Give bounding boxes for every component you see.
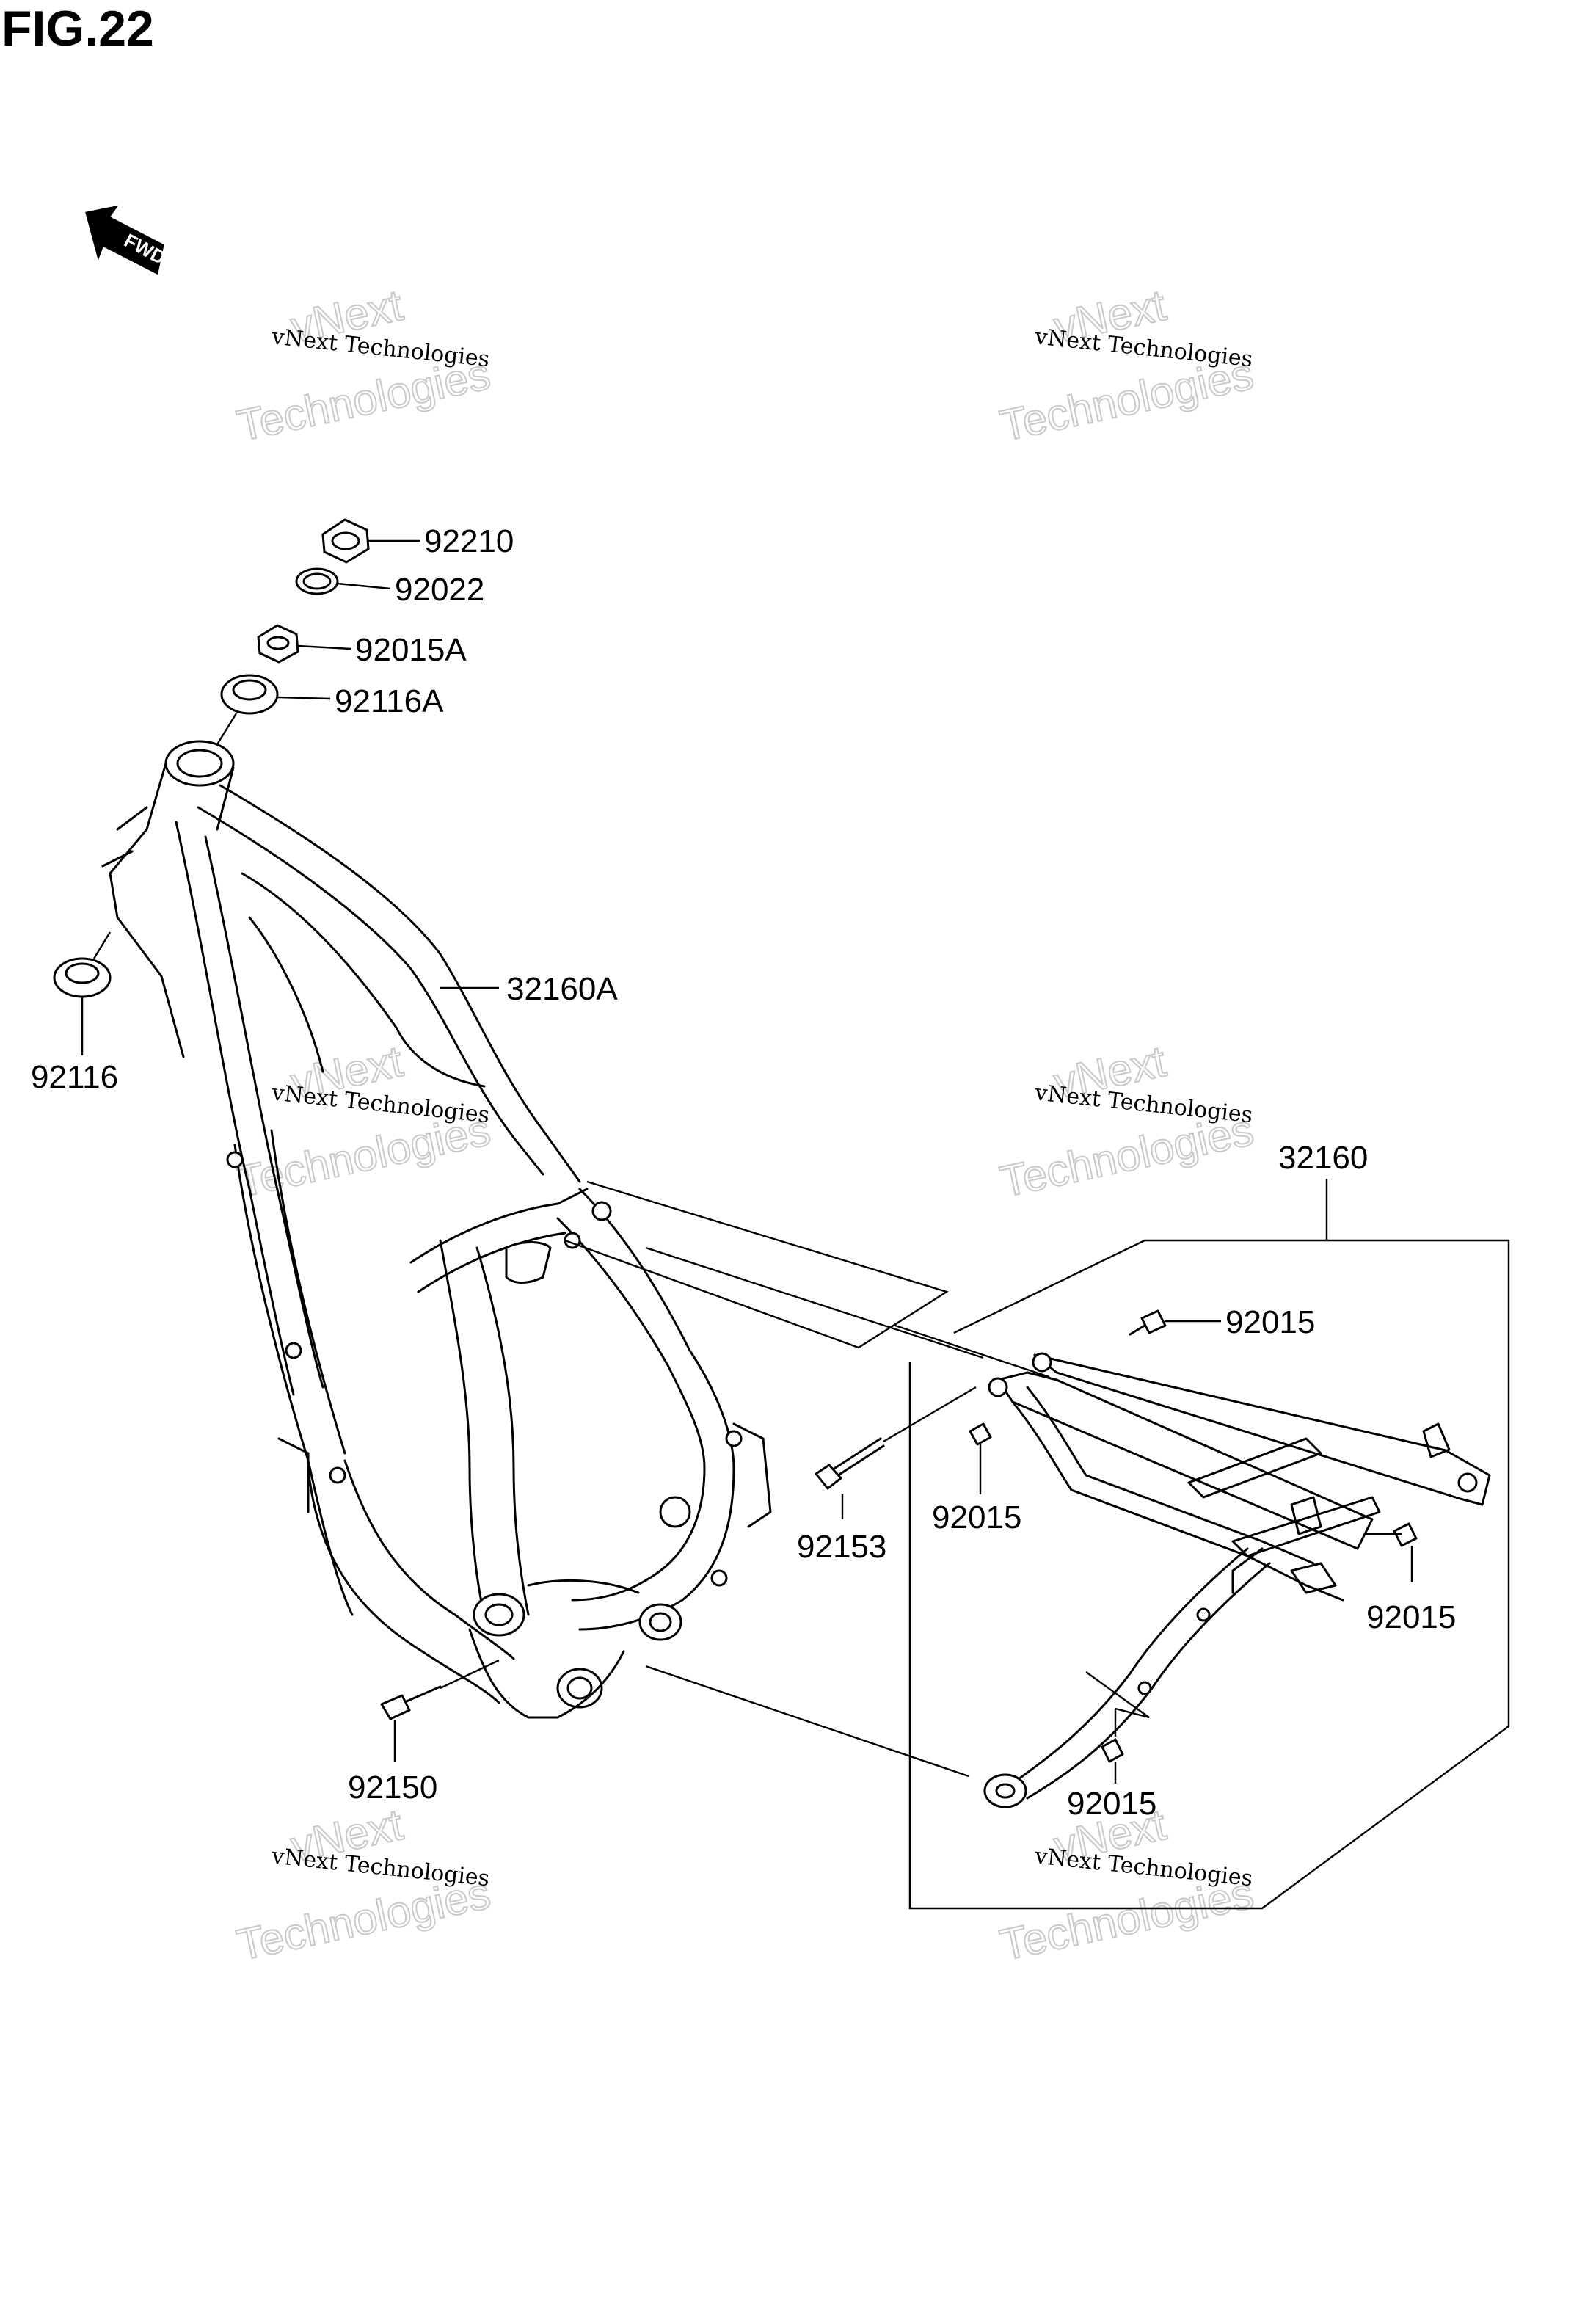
bolt-92153-icon	[815, 1437, 885, 1490]
label-92015A: 92015A	[355, 632, 467, 668]
watermark-mid-right: vNext Technologies vNext Technologies	[995, 1036, 1258, 1207]
bolt-92015-mid-icon	[969, 1422, 992, 1446]
label-92015-mid: 92015	[932, 1499, 1021, 1535]
watermark-top-right: vNext Technologies vNext Technologies	[995, 280, 1258, 451]
label-92022: 92022	[395, 572, 484, 608]
label-92015-top: 92015	[1225, 1304, 1315, 1340]
locknut-92015a-icon	[257, 624, 299, 664]
label-92015-right: 92015	[1366, 1599, 1456, 1635]
label-92153: 92153	[797, 1529, 886, 1565]
figure-title: FIG.22	[1, 1, 154, 57]
bearing-92116a-icon	[220, 674, 279, 715]
sub-frame-32160	[983, 1352, 1491, 1808]
connection-lines	[564, 1180, 1050, 1778]
label-92150: 92150	[348, 1770, 437, 1806]
label-32160: 32160	[1278, 1140, 1368, 1176]
watermark-top-left: vNext Technologies vNext Technologies	[232, 280, 495, 451]
bolt-92015-right-icon	[1393, 1522, 1418, 1547]
label-92116A: 92116A	[335, 683, 444, 719]
fwd-arrow-icon: FWD	[85, 205, 170, 275]
watermark-bottom-left: vNext Technologies vNext Technologies	[232, 1799, 495, 1971]
bolt-92150-icon	[380, 1685, 442, 1720]
main-frame-32160a	[101, 740, 772, 1719]
bolt-92015-bottom-icon	[1101, 1738, 1124, 1763]
label-92210: 92210	[424, 523, 514, 559]
watermark-mid-left: vNext Technologies vNext Technologies	[232, 1036, 495, 1207]
label-92116: 92116	[31, 1059, 118, 1095]
label-92015-bottom: 92015	[1067, 1786, 1156, 1822]
sub-frame-bracket	[908, 1179, 1510, 1910]
washer-92022-icon	[295, 567, 339, 595]
watermark-bottom-right: vNext Technologies vNext Technologies	[995, 1799, 1258, 1971]
bearing-92116-icon	[53, 957, 112, 998]
label-32160A: 32160A	[506, 971, 618, 1007]
bolt-92015-top-icon	[1129, 1309, 1167, 1336]
nut-92210-icon	[321, 518, 370, 564]
